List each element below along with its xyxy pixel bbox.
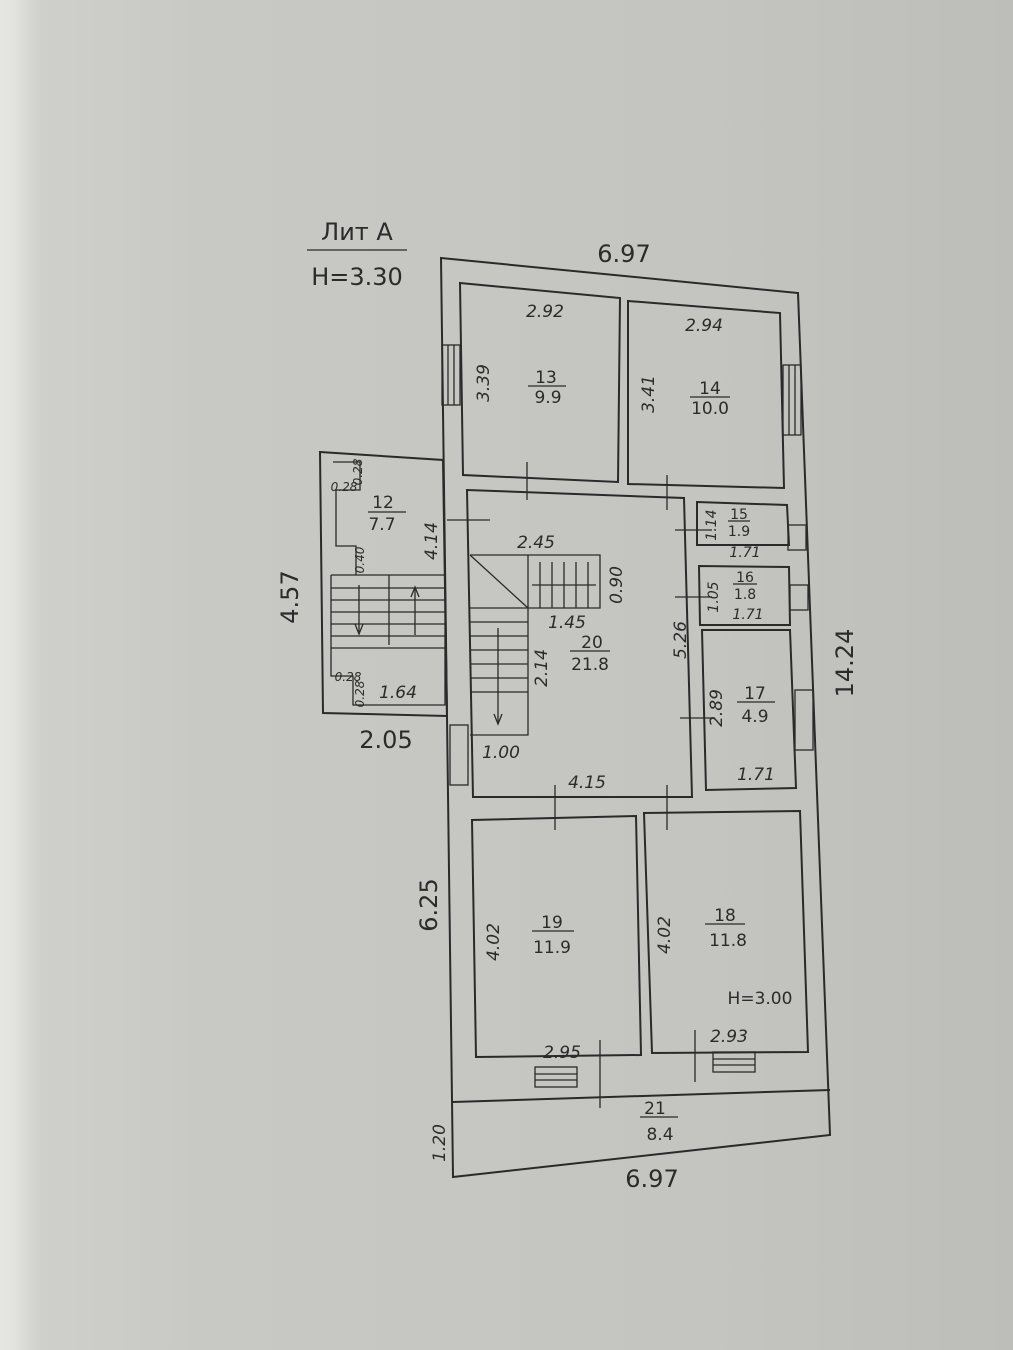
room-13	[458, 281, 622, 484]
dim-r16-width: 1.71	[732, 607, 763, 623]
room-20	[465, 488, 694, 798]
room-17-area: 4.9	[741, 707, 768, 727]
dim-r12-height: 4.14	[422, 522, 442, 560]
dim-r20-b: 0.90	[607, 566, 627, 604]
height-label: H=3.30	[311, 263, 403, 291]
dim-r13-width: 2.92	[526, 302, 564, 322]
room-12	[318, 450, 449, 718]
room-14-number: 14	[699, 379, 721, 399]
dim-r12-b: 0.28	[351, 458, 365, 485]
dim-r20-g: 4.15	[568, 773, 606, 793]
dim-r15-height: 1.14	[704, 509, 720, 540]
dim-r18-height: 4.02	[655, 916, 675, 954]
room-16-area: 1.8	[734, 587, 756, 603]
dim-r12-c: 0.40	[353, 546, 367, 573]
room-12-stair-area	[330, 574, 446, 706]
dim-r17-width: 1.71	[737, 765, 775, 785]
room-13-number: 13	[535, 368, 557, 388]
room-16-number: 16	[736, 570, 754, 586]
stairs-12	[331, 575, 445, 649]
room-14-area: 10.0	[691, 399, 729, 419]
room-labels: 13 9.9 14 10.0 12 7.7 20 21.8 15 1.9 16 …	[368, 368, 792, 1145]
dim-r16-height: 1.05	[706, 581, 722, 612]
room-19	[470, 814, 643, 1059]
room-17	[700, 629, 798, 792]
room-21-number: 21	[644, 1099, 666, 1119]
room-19-area: 11.9	[533, 938, 571, 958]
dim-r20-c: 1.45	[548, 613, 586, 633]
room-13-area: 9.9	[534, 388, 561, 408]
dim-lower-left: 6.25	[415, 878, 443, 931]
room-12-inner	[333, 461, 361, 575]
dim-r12-e: 0.28	[353, 680, 367, 707]
room-20-area: 21.8	[571, 655, 609, 675]
dim-r20-a: 2.45	[517, 533, 555, 553]
room-20-number: 20	[581, 633, 603, 653]
room-16	[697, 564, 792, 626]
dim-ext-width: 2.05	[359, 726, 412, 754]
dim-r12-d: 0.28	[335, 670, 362, 684]
room-14	[627, 299, 786, 490]
dim-r12-width: 1.64	[379, 683, 417, 703]
room-17-number: 17	[744, 684, 766, 704]
dim-overall-top: 6.97	[597, 240, 650, 268]
dim-overall-bottom: 6.97	[625, 1165, 678, 1193]
windows	[441, 344, 814, 1088]
doors	[307, 249, 715, 1108]
dim-r13-height: 3.39	[474, 364, 494, 402]
dim-r20-f: 1.00	[482, 743, 520, 763]
room-21-area: 8.4	[646, 1125, 673, 1145]
dim-r14-height: 3.41	[639, 375, 659, 413]
dimensions: 6.97 6.97 14.24 4.57 2.05 6.25 1.20 2.92…	[276, 240, 859, 1193]
dim-overall-right: 14.24	[831, 629, 859, 698]
room-15	[696, 500, 791, 546]
dim-r19-width: 2.95	[543, 1043, 581, 1063]
dim-r15-width: 1.71	[729, 545, 760, 561]
stairs-20	[469, 554, 601, 736]
dim-r20-d: 2.14	[532, 649, 552, 687]
dim-r12-a: 0.28	[331, 480, 358, 494]
room-18	[642, 809, 810, 1055]
dim-ext-height: 4.57	[276, 570, 304, 623]
lit-label: Лит А	[321, 218, 393, 246]
dim-r20-e: 5.26	[671, 621, 691, 659]
room-15-area: 1.9	[728, 524, 750, 540]
dim-r19-height: 4.02	[484, 923, 504, 961]
dim-r14-width: 2.94	[685, 316, 723, 336]
room-18-area: 11.8	[709, 931, 747, 951]
room-15-number: 15	[730, 507, 748, 523]
ceiling-height-note: H=3.00	[728, 989, 793, 1009]
room-12-number: 12	[372, 493, 394, 513]
dim-porch: 1.20	[430, 1124, 450, 1162]
dim-r17-height: 2.89	[707, 689, 727, 727]
outer-wall	[439, 256, 832, 1179]
dim-r18-width: 2.93	[710, 1027, 748, 1047]
room-19-number: 19	[541, 913, 563, 933]
room-12-area: 7.7	[368, 515, 395, 535]
porch-wall	[452, 1089, 831, 1103]
room-18-number: 18	[714, 906, 736, 926]
